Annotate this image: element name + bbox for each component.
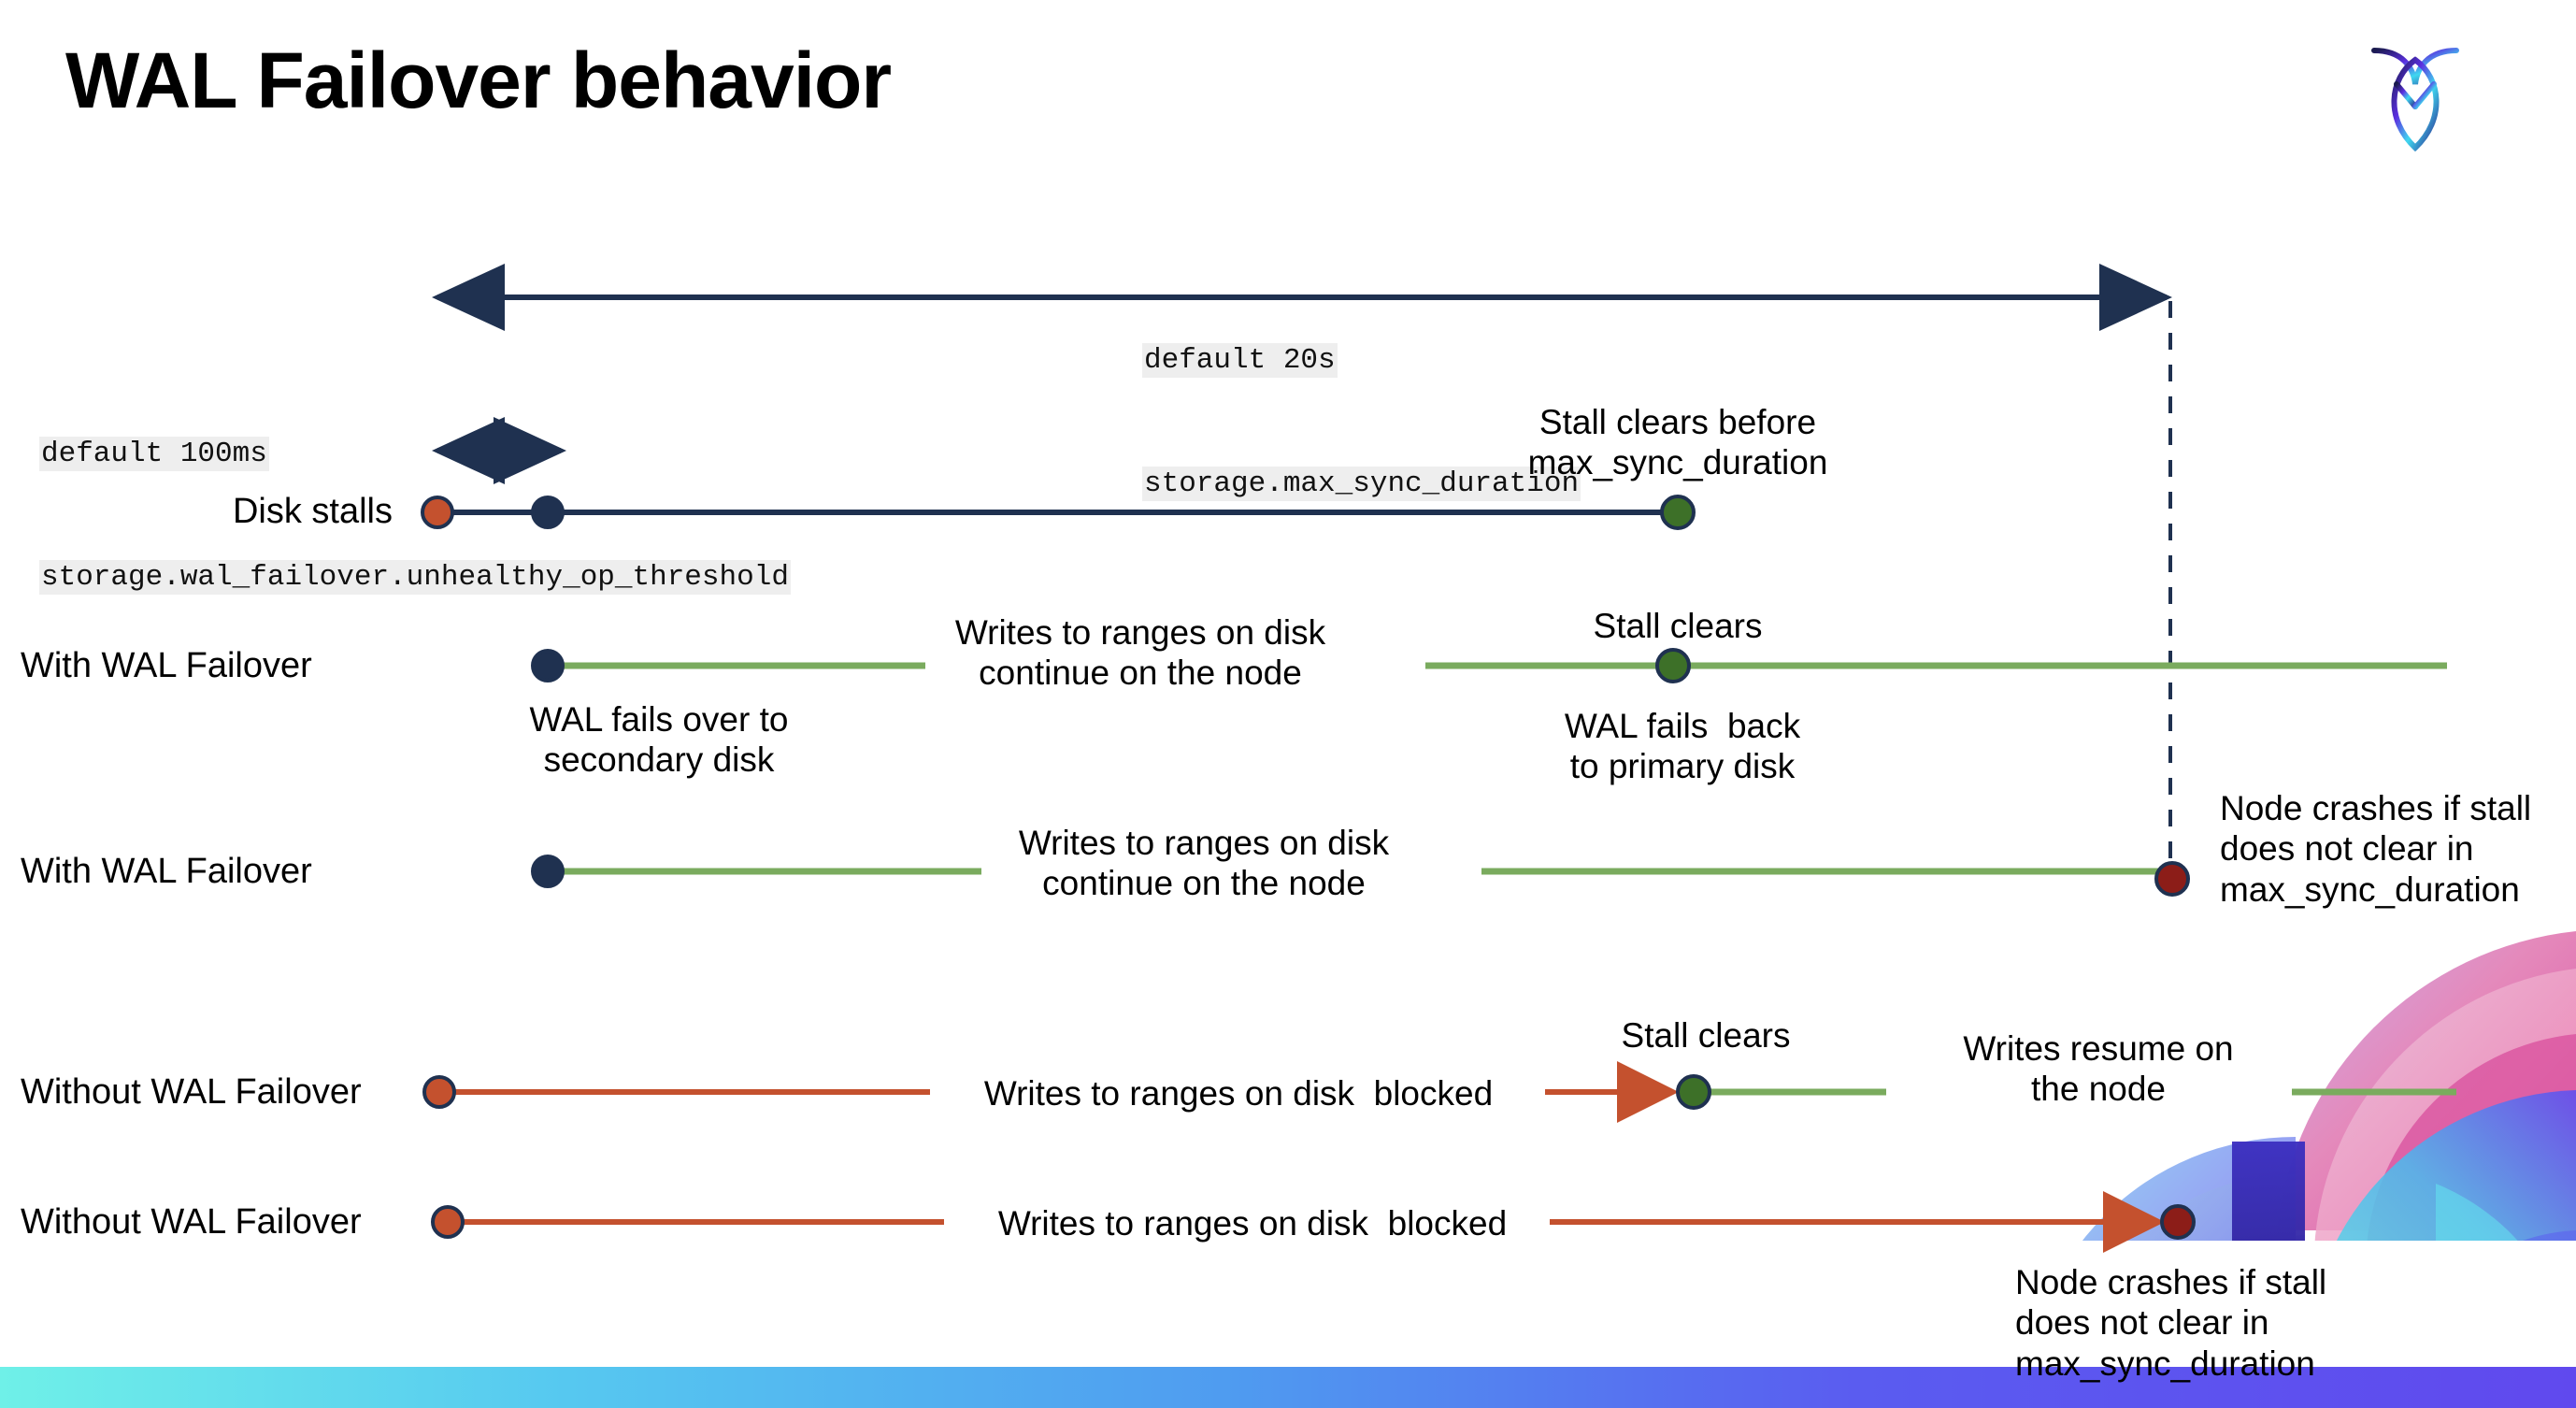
marker-failover-start-2 bbox=[531, 855, 565, 888]
marker-failover-start-1 bbox=[531, 649, 565, 682]
bottom-gradient-bar bbox=[0, 1367, 2576, 1408]
note-writes-resume: Writes resume on the node bbox=[1963, 1029, 2234, 1109]
note-stall-clears-1: Stall clears bbox=[1593, 607, 1763, 645]
marker-stall-clears-disk bbox=[1660, 495, 1696, 530]
row-label-without-wal-failover-2: Without WAL Failover bbox=[21, 1202, 362, 1242]
marker-stall-start bbox=[421, 496, 454, 529]
row-with-wal-failover-1-track bbox=[531, 648, 2447, 683]
row-disk-stalls-track bbox=[421, 495, 1696, 530]
note-writes-blocked-2: Writes to ranges on disk blocked bbox=[997, 1204, 1508, 1243]
note-wal-fails-back: WAL fails back to primary disk bbox=[1564, 707, 1801, 786]
row-label-disk-stalls: Disk stalls bbox=[232, 492, 393, 531]
unhealthy-op-default-label: default 100ms bbox=[39, 437, 269, 472]
max-sync-setting-label: storage.max_sync_duration bbox=[1142, 467, 1581, 502]
row-label-with-wal-failover-1: With WAL Failover bbox=[21, 646, 312, 685]
note-writes-continue-2: Writes to ranges on disk continue on the… bbox=[1018, 824, 1390, 903]
row-with-wal-failover-2-track bbox=[531, 855, 2190, 897]
marker-node-crash-1 bbox=[2154, 861, 2190, 897]
marker-stall-start-without-1 bbox=[422, 1075, 456, 1109]
note-wal-fails-over: WAL fails over to secondary disk bbox=[529, 700, 789, 780]
cockroachdb-logo-icon bbox=[2371, 48, 2459, 152]
row-label-without-wal-failover-1: Without WAL Failover bbox=[21, 1072, 362, 1112]
unhealthy-op-setting-label: storage.wal_failover.unhealthy_op_thresh… bbox=[39, 560, 791, 596]
note-stall-clears-before: Stall clears before max_sync_duration bbox=[1527, 403, 1828, 482]
annotation-max-sync-duration: default 20s storage.max_sync_duration bbox=[1142, 258, 1581, 587]
row-without-wal-failover-1-track bbox=[422, 1061, 2456, 1123]
note-stall-clears-2: Stall clears bbox=[1621, 1016, 1791, 1055]
note-writes-blocked-1: Writes to ranges on disk blocked bbox=[983, 1074, 1494, 1113]
marker-stall-clears-2 bbox=[1655, 648, 1691, 683]
note-node-crashes-2: Node crashes if stall does not clear in … bbox=[2015, 1263, 2327, 1383]
marker-stall-clears-3 bbox=[1676, 1074, 1711, 1110]
marker-stall-start-without-2 bbox=[431, 1205, 465, 1239]
note-writes-continue-1: Writes to ranges on disk continue on the… bbox=[954, 613, 1326, 693]
note-node-crashes-1: Node crashes if stall does not clear in … bbox=[2220, 789, 2532, 909]
marker-wal-failover-trigger bbox=[531, 496, 565, 529]
page-title: WAL Failover behavior bbox=[65, 36, 892, 124]
max-sync-default-label: default 20s bbox=[1142, 343, 1338, 379]
row-without-wal-failover-2-track bbox=[431, 1191, 2196, 1253]
row-label-with-wal-failover-2: With WAL Failover bbox=[21, 852, 312, 891]
annotation-unhealthy-op-threshold: default 100ms storage.wal_failover.unhea… bbox=[39, 352, 791, 681]
marker-node-crash-2 bbox=[2160, 1204, 2196, 1240]
